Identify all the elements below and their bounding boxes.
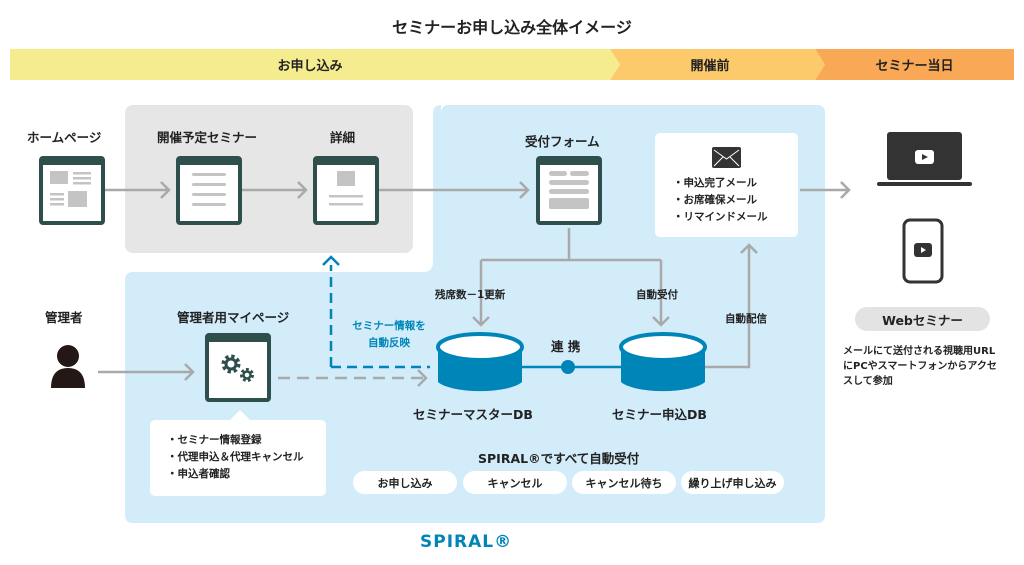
arrow-upcoming-detail [242, 181, 308, 199]
phase-bar [10, 49, 1014, 80]
admin-page-label: 管理者用マイページ [177, 310, 290, 325]
arrow-deliver [703, 243, 758, 369]
admin-item: ・申込者確認 [167, 468, 230, 480]
apply-db-icon [619, 332, 707, 392]
reflect-label: セミナー情報を 自動反映 [344, 318, 434, 352]
pill-cancel: キャンセル [463, 471, 567, 494]
pill-waitlist: キャンセル待ち [572, 471, 676, 494]
admin-page-window-icon[interactable] [205, 333, 271, 402]
spiral-panel [125, 105, 825, 523]
phase-apply-bg [10, 49, 620, 80]
link-label: 連 携 [551, 339, 581, 354]
spiral-logo: SPIRAL® [420, 532, 513, 552]
gears-icon [221, 354, 254, 382]
web-seminar-desc: メールにて送付される視聴用URL にPCやスマートフォンからアクセ スして参加 [843, 344, 997, 389]
phase-apply: お申し込み [277, 59, 343, 74]
mail-item: ・申込完了メール [673, 177, 757, 189]
smartphone-icon [902, 218, 944, 284]
laptop-icon [877, 132, 972, 186]
mail-list: ・申込完了メール ・お席確保メール ・リマインドメール [673, 175, 768, 226]
apply-db-label: セミナー申込DB [612, 407, 707, 422]
upcoming-window-icon[interactable] [176, 156, 242, 225]
arrow-detail-form [379, 181, 530, 199]
reflect-label-line: 自動反映 [368, 337, 410, 349]
master-db-label: セミナーマスターDB [413, 407, 533, 422]
admin-list: ・セミナー情報登録 ・代理申込＆代理キャンセル ・申込者確認 [167, 432, 304, 483]
form-window-icon[interactable] [536, 156, 602, 225]
web-desc-line: メールにて送付される視聴用URL [843, 346, 996, 357]
homepage-label: ホームページ [27, 130, 102, 145]
diagram-title: セミナーお申し込み全体イメージ [392, 18, 632, 37]
form-label: 受付フォーム [525, 134, 600, 149]
detail-window-icon[interactable] [313, 156, 379, 225]
admin-person-icon [51, 345, 85, 388]
auto-deliver-label: 自動配信 [725, 313, 767, 325]
phase-before-bg [610, 49, 825, 80]
auto-accept-title: SPIRAL®ですべて自動受付 [478, 451, 640, 466]
upcoming-label: 開催予定セミナー [157, 130, 258, 145]
mail-item: ・お席確保メール [673, 194, 757, 206]
callout-pointer [230, 410, 250, 420]
link-node [561, 360, 575, 374]
homepage-window-icon[interactable] [39, 156, 105, 225]
web-seminar-badge: Webセミナー [855, 307, 990, 331]
arrow-home-upcoming [105, 181, 171, 199]
pill-apply: お申し込み [353, 471, 457, 494]
line-form-split [472, 228, 670, 327]
admin-item: ・代理申込＆代理キャンセル [167, 451, 304, 463]
master-db-icon [436, 332, 524, 392]
dashed-reflect [329, 265, 430, 369]
reflect-label-line: セミナー情報を [352, 320, 426, 332]
phase-day: セミナー当日 [875, 59, 954, 74]
arrow-mail-web [800, 181, 851, 199]
pill-promote: 繰り上げ申し込み [681, 471, 784, 494]
phase-before: 開催前 [690, 59, 730, 74]
admin-card: ・セミナー情報登録 ・代理申込＆代理キャンセル ・申込者確認 [150, 420, 326, 496]
web-desc-line: スして参加 [843, 376, 893, 387]
phase-day-bg [815, 49, 1014, 80]
admin-item: ・セミナー情報登録 [167, 434, 262, 446]
arrow-admin-page [98, 363, 195, 381]
mail-icon [712, 147, 741, 168]
mail-card: ・申込完了メール ・お席確保メール ・リマインドメール [655, 133, 798, 237]
mail-item: ・リマインドメール [673, 211, 768, 223]
auto-accept-label: 自動受付 [636, 289, 678, 301]
admin-label: 管理者 [45, 310, 83, 325]
detail-label: 詳細 [330, 130, 356, 145]
seat-update-label: 残席数－1更新 [435, 289, 506, 301]
web-desc-line: にPCやスマートフォンからアクセ [843, 361, 997, 372]
